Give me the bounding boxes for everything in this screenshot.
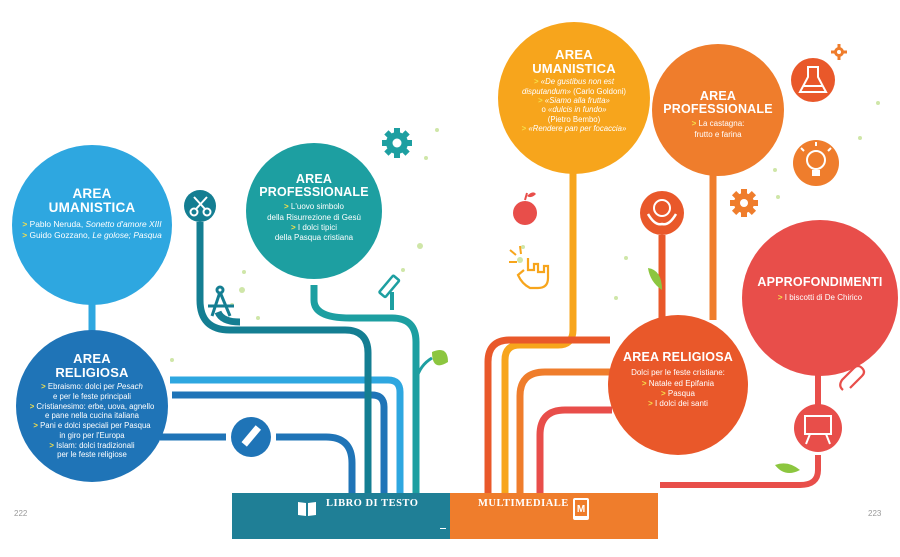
node-line: > Pasqua [660, 388, 696, 398]
pencil-icon [378, 274, 401, 299]
node-line: per le feste religiose [57, 450, 127, 460]
node-line: > I biscotti di De Chirico [777, 293, 863, 303]
page-number-left: 222 [14, 509, 28, 518]
svg-text:M: M [577, 504, 585, 515]
node-line: e per le feste principali [52, 392, 131, 402]
flask-icon [791, 58, 835, 102]
node-line: o «dulcis in fundo» [541, 105, 607, 115]
node-title-line2: PROFESSIONALE [259, 185, 369, 200]
node-title: AREA RELIGIOSA [623, 350, 733, 364]
node-line: > Ebraismo: dolci per Pesach [41, 382, 143, 392]
node-line: > I dolci dei santi [648, 399, 708, 409]
leaf-icon [432, 349, 448, 366]
pencil-badge-icon [231, 417, 271, 457]
node-left-area-umanistica: AREA UMANISTICA > Pablo Neruda, Sonetto … [12, 145, 172, 305]
apple-icon [513, 192, 537, 225]
leaf-icon-bottom [775, 463, 800, 474]
gear-icon-small [831, 44, 847, 60]
node-line: (Pietro Bembo) [547, 114, 601, 124]
node-line: > Pani e dolci speciali per Pasqua [33, 421, 151, 431]
node-title-line2: UMANISTICA [48, 200, 136, 216]
node-left-area-religiosa: AREA RELIGIOSA > Ebraismo: dolci per Pes… [16, 330, 168, 482]
node-line: > L'uovo simbolo [283, 202, 345, 212]
lightbulb-icon [793, 140, 839, 186]
node-title-line2: PROFESSIONALE [663, 102, 773, 117]
node-title-line1: AREA [555, 47, 593, 62]
node-line: > I dolci tipici [290, 223, 338, 233]
node-line: > La castagna: [691, 119, 745, 129]
bottom-bar-left [232, 493, 450, 539]
node-title-line1: AREA [699, 89, 737, 103]
node-right-area-religiosa: AREA RELIGIOSA Dolci per le feste cristi… [608, 315, 748, 455]
node-right-area-umanistica: AREA UMANISTICA > «De gustibus non est d… [498, 22, 650, 174]
bottom-bar-right [450, 493, 658, 539]
node-line: frutto e farina [694, 129, 742, 139]
tablet-icon: M [572, 497, 590, 521]
node-line: > «De gustibus non est [534, 77, 614, 87]
presentation-board-icon [794, 404, 842, 452]
node-line: e pane nella cucina italiana [44, 411, 140, 421]
node-line: della Risurrezione di Gesù [267, 212, 361, 222]
node-line: > Pablo Neruda, Sonetto d'amore XIII [22, 219, 162, 230]
multimediale-label: MULTIMEDIALE [478, 498, 569, 509]
node-right-area-professionale: AREA PROFESSIONALE > La castagna: frutto… [652, 44, 784, 176]
node-line: > Natale ed Epifania [641, 378, 715, 388]
node-title-line2: RELIGIOSA [55, 364, 129, 380]
node-left-area-professionale: AREA PROFESSIONALE > L'uovo simbolo dell… [246, 143, 382, 279]
globe-hands-icon [640, 191, 684, 235]
bar-divider-mark [440, 528, 446, 529]
node-title-line1: AREA [72, 186, 112, 201]
node-line: > «Siamo alla frutta» [538, 95, 610, 105]
gear-icon [382, 128, 412, 158]
hand-pointer-icon [509, 245, 550, 290]
node-line: > «Rendere pan per focaccia» [521, 124, 627, 133]
node-line: della Pasqua cristiana [274, 233, 354, 243]
node-title: APPROFONDIMENTI [757, 275, 883, 289]
decorative-dots [170, 101, 880, 362]
node-line: Dolci per le feste cristiane: [631, 368, 725, 378]
book-icon [296, 497, 318, 519]
node-title-line1: AREA [295, 172, 333, 186]
compass-icon [208, 285, 234, 317]
node-line: > Cristianesimo: erbe, uova, agnello [29, 401, 155, 411]
scissors-icon [184, 190, 216, 222]
node-line: disputandum» (Carlo Goldoni) [521, 86, 627, 96]
node-line: > Guido Gozzano, Le golose; Pasqua [22, 230, 162, 241]
node-title-line1: AREA [73, 351, 111, 366]
libro-di-testo-label: LIBRO DI TESTO [326, 498, 419, 509]
node-line: in giro per l'Europa [59, 430, 125, 440]
node-title-line2: UMANISTICA [532, 60, 616, 76]
node-right-approfondimenti: APPROFONDIMENTI > I biscotti di De Chiri… [742, 220, 898, 376]
node-line: > Islam: dolci tradizionali [49, 440, 135, 450]
gear-icon-right [730, 189, 758, 217]
leaf-icon-right [648, 268, 662, 290]
page-number-right: 223 [868, 509, 882, 518]
